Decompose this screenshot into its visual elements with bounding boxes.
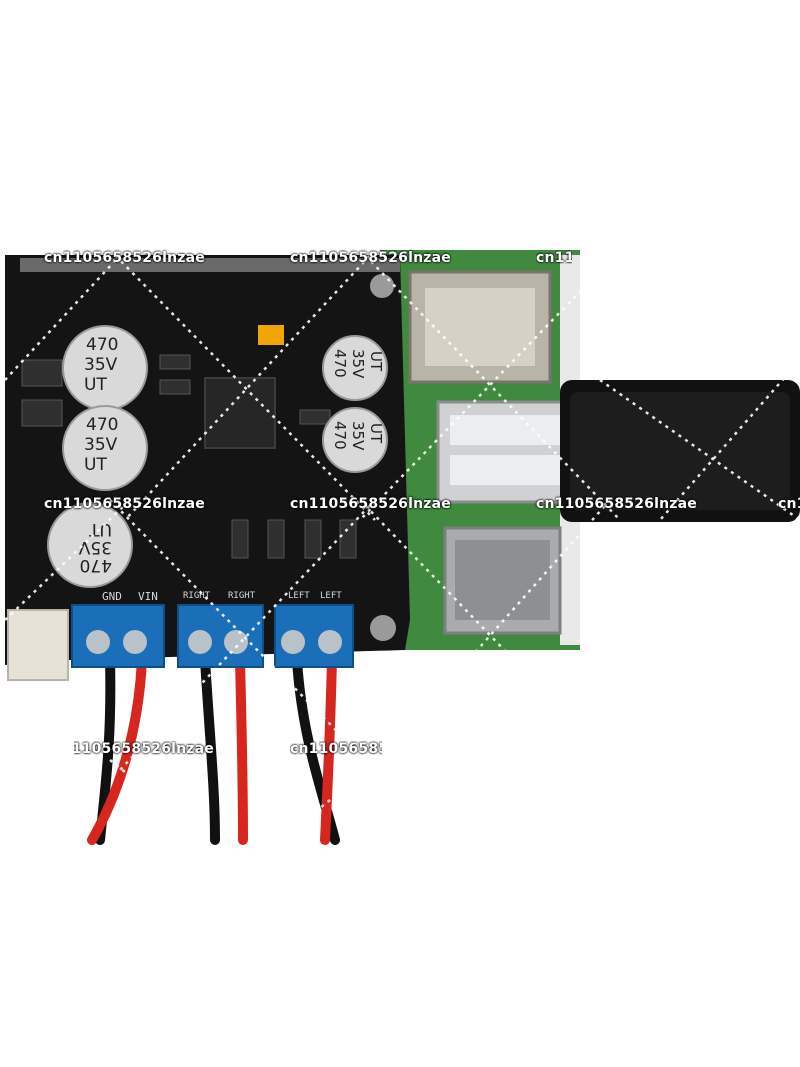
wires: [87, 655, 340, 845]
screw-terminal-right: [177, 604, 264, 668]
cap-label: 35V: [84, 355, 118, 375]
watermark: cn1105658526lnzae: [290, 741, 382, 757]
cap-label: 35V: [349, 349, 367, 379]
silk-right: RIGHT: [228, 591, 256, 601]
watermark: cn1105658526lnzae: [44, 496, 205, 512]
cap-label: 470: [331, 421, 349, 450]
capacitor: 470 35V UT: [62, 405, 148, 491]
watermark: cn1105658526lnzae: [44, 250, 205, 266]
cap-label: 35V: [78, 537, 112, 557]
ethernet-port: [408, 270, 552, 384]
cap-label: UT: [367, 351, 385, 372]
silk-left: LEFT: [288, 591, 310, 601]
power-connector: [7, 609, 69, 681]
mount-screw: [370, 274, 394, 298]
screw-terminal-left: [274, 604, 354, 668]
amplifier-chip: [204, 377, 276, 449]
silk-left: LEFT: [320, 591, 342, 601]
watermark: cn1105658526lnzae: [74, 741, 214, 757]
usb-port-top: [436, 400, 575, 504]
watermark-grid: [4, 249, 800, 841]
cap-label: 35V: [349, 421, 367, 451]
cap-label: UT: [84, 375, 107, 395]
cap-label: 470: [86, 415, 118, 435]
cap-label: 470: [331, 349, 349, 378]
capacitor: 470 35V UT: [62, 325, 148, 411]
mount-screw: [370, 615, 396, 641]
watermark: cn1105658526lnzae: [290, 496, 451, 512]
silk-vin: VIN: [138, 590, 158, 603]
watermark: cn1105658526lnzae: [536, 250, 572, 266]
silk-gnd: GND: [102, 590, 122, 603]
capacitor: UT 35V 470: [322, 335, 388, 401]
silk-right: RIGHT: [183, 591, 211, 601]
watermark: cn1105658526lnzae: [290, 250, 451, 266]
cap-label: 470: [86, 335, 118, 355]
screw-terminal-power: [71, 604, 165, 668]
capacitor: UT 35V 470: [322, 407, 388, 473]
capacitor: 470 35V UT: [47, 502, 133, 588]
usb-port-bottom: [443, 526, 562, 635]
cap-label: 470: [80, 555, 112, 575]
usb-stick: [560, 380, 800, 522]
cap-label: 35V: [84, 435, 118, 455]
watermark: cn1105658526lnzae: [778, 496, 800, 512]
cap-label: UT: [89, 519, 112, 539]
cap-label: UT: [84, 455, 107, 475]
cap-label: UT: [367, 423, 385, 444]
watermark: cn1105658526lnzae: [536, 496, 697, 512]
